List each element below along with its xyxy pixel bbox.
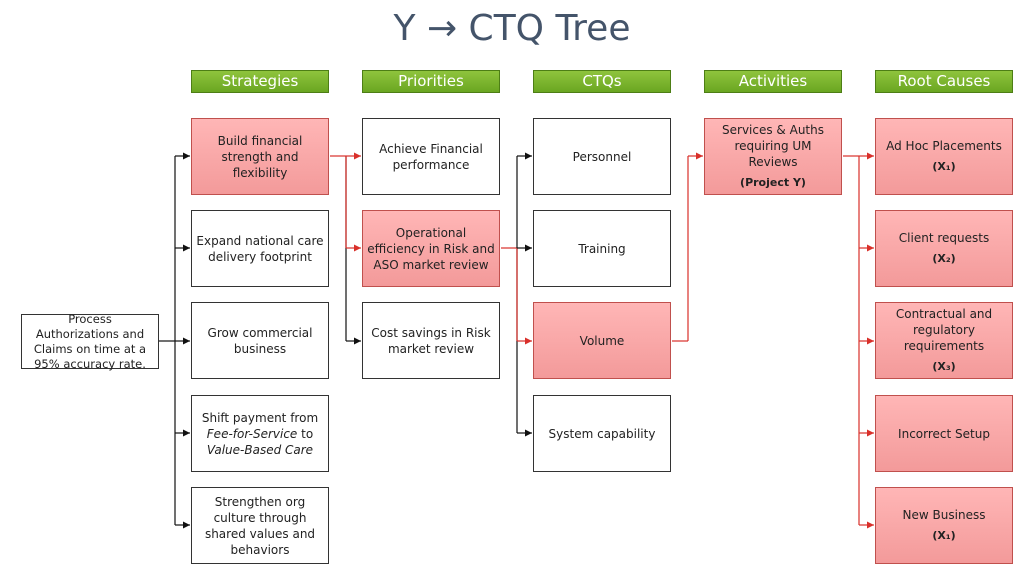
ctq-label: Personnel	[572, 149, 632, 164]
root-cause-box: Ad Hoc Placements (X₁)	[875, 118, 1013, 195]
strategy-box: Grow commercial business	[191, 302, 329, 379]
strategy-to-priorities-connectors	[330, 152, 361, 345]
root-cause-label: Contractual and regulatory requirements	[895, 307, 993, 353]
priority-label: Achieve Financial performance	[379, 141, 483, 172]
root-cause-label: Ad Hoc Placements	[886, 139, 1002, 153]
ctq-box: Personnel	[533, 118, 671, 195]
ctq-label: System capability	[548, 426, 656, 441]
strategy-box: Expand national care delivery footprint	[191, 210, 329, 287]
strategy-label-italic: Fee-for-Service	[206, 426, 298, 441]
root-cause-label: Client requests	[898, 231, 990, 245]
ctq-box: Volume	[533, 302, 671, 379]
ctq-box: System capability	[533, 395, 671, 472]
header-ctqs: CTQs	[533, 70, 671, 93]
strategy-box: Shift payment from Fee-for-Service to Va…	[191, 395, 329, 472]
priority-label: Cost savings in Risk market review	[371, 325, 491, 356]
root-cause-label: New Business	[902, 508, 986, 522]
root-cause-label: Incorrect Setup	[898, 426, 990, 441]
root-cause-box: Contractual and regulatory requirements …	[875, 302, 1013, 379]
y-to-strategies-connectors	[159, 152, 190, 529]
ctq-to-activity-connector	[672, 152, 703, 342]
strategy-label: Build financial strength and flexibility	[217, 133, 303, 180]
header-strategies: Strategies	[191, 70, 329, 93]
strategy-label-part: to	[297, 426, 314, 441]
y-outcome-text: Process Authorizations and Claims on tim…	[33, 311, 147, 371]
strategy-label-italic: Value-Based Care	[206, 442, 314, 457]
priority-box: Cost savings in Risk market review	[362, 302, 500, 379]
y-outcome-box: Process Authorizations and Claims on tim…	[21, 311, 159, 371]
priority-box: Operational efficiency in Risk and ASO m…	[362, 210, 500, 287]
header-priorities: Priorities	[362, 70, 500, 93]
priority-box: Achieve Financial performance	[362, 118, 500, 195]
root-cause-variable: (X₁)	[932, 160, 956, 173]
priority-to-ctqs-connectors	[501, 152, 532, 437]
root-cause-box: Client requests (X₂)	[875, 210, 1013, 287]
strategy-label: Shift payment from Fee-for-Service to Va…	[202, 410, 318, 458]
priority-label: Operational efficiency in Risk and ASO m…	[367, 225, 495, 272]
header-root-causes: Root Causes	[875, 70, 1013, 93]
strategy-label: Grow commercial business	[207, 325, 313, 356]
ctq-box: Training	[533, 210, 671, 287]
root-cause-variable: (X₁)	[932, 529, 956, 542]
strategy-box: Strengthen org culture through shared va…	[191, 487, 329, 564]
root-cause-box: New Business (X₁)	[875, 487, 1013, 564]
strategy-label: Expand national care delivery footprint	[196, 233, 324, 264]
strategy-label: Strengthen org culture through shared va…	[204, 494, 316, 557]
activity-sub-label: (Project Y)	[740, 176, 806, 189]
root-cause-box: Incorrect Setup	[875, 395, 1013, 472]
strategy-box: Build financial strength and flexibility	[191, 118, 329, 195]
activity-to-root-causes-connectors	[843, 152, 874, 529]
header-activities: Activities	[704, 70, 842, 93]
ctq-label: Training	[578, 241, 626, 256]
diagram-title: Y → CTQ Tree	[393, 8, 631, 49]
activity-box: Services & Auths requiring UM Reviews (P…	[704, 118, 842, 195]
ctq-label: Volume	[579, 333, 625, 348]
activity-label: Services & Auths requiring UM Reviews	[722, 123, 824, 169]
strategy-label-part: Shift payment from	[201, 410, 319, 425]
root-cause-variable: (X₂)	[932, 252, 956, 265]
root-cause-variable: (X₃)	[932, 360, 956, 373]
